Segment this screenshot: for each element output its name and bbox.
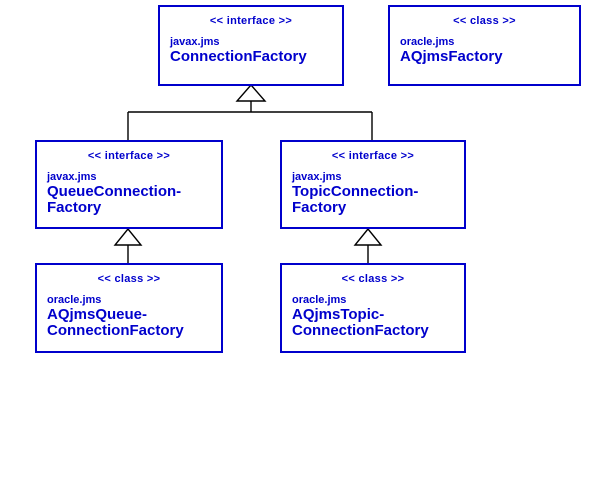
class-name-label: AQjmsTopic- ConnectionFactory	[292, 306, 429, 339]
generalization-arrowhead	[353, 227, 383, 246]
class-name-label: AQjmsFactory	[400, 48, 503, 65]
class-name-label: QueueConnection- Factory	[47, 183, 182, 216]
package-label: oracle.jms	[292, 294, 347, 306]
generalization-to-connectionfactory	[127, 83, 373, 141]
generalization-to-topicconnectionfactory	[353, 227, 383, 263]
stereotype-label: << interface >>	[209, 15, 293, 27]
generalization-to-queueconnectionfactory	[113, 227, 143, 263]
package-label: javax.jms	[170, 36, 220, 48]
stereotype-label: << class >>	[341, 273, 405, 285]
class-box-aqjmstopicconnectionfactory[interactable]: << class >> oracle.jms AQjmsTopic- Conne…	[280, 263, 466, 353]
class-box-connectionfactory[interactable]: << interface >> javax.jms ConnectionFact…	[158, 5, 344, 86]
package-label: oracle.jms	[400, 36, 455, 48]
class-name-label: AQjmsQueue- ConnectionFactory	[47, 306, 184, 339]
package-label: javax.jms	[292, 171, 342, 183]
class-box-topicconnectionfactory[interactable]: << interface >> javax.jms TopicConnectio…	[280, 140, 466, 229]
generalization-arrowhead	[113, 227, 143, 246]
class-box-aqjmsfactory[interactable]: << class >> oracle.jms AQjmsFactory	[388, 5, 581, 86]
stereotype-label: << class >>	[453, 15, 516, 27]
stereotype-label: << interface >>	[331, 150, 415, 162]
class-box-queueconnectionfactory[interactable]: << interface >> javax.jms QueueConnectio…	[35, 140, 223, 229]
class-box-aqjmsqueueconnectionfactory[interactable]: << class >> oracle.jms AQjmsQueue- Conne…	[35, 263, 223, 353]
class-name-label: ConnectionFactory	[170, 48, 307, 65]
package-label: oracle.jms	[47, 294, 102, 306]
stereotype-label: << class >>	[97, 273, 161, 285]
stereotype-label: << interface >>	[87, 150, 171, 162]
class-name-label: TopicConnection- Factory	[292, 183, 419, 216]
package-label: javax.jms	[47, 171, 97, 183]
generalization-arrowhead	[235, 83, 267, 102]
